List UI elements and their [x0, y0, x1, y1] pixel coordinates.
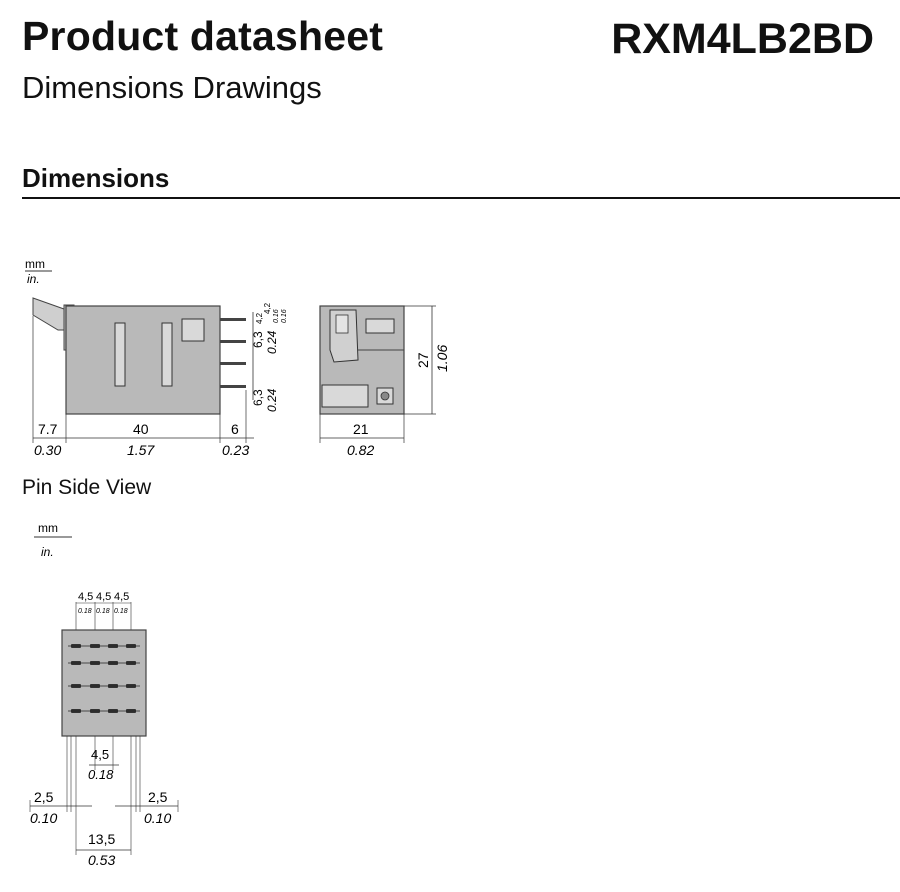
pin-pitch-bottom-mm: 6,3 — [251, 389, 265, 406]
col-pitch-in-a: 0.18 — [78, 608, 92, 615]
section-heading-dimensions: Dimensions — [22, 163, 170, 193]
span-mm: 13,5 — [88, 831, 115, 847]
side-view: 6,3 0.24 4,2 4,2 0.16 0.16 6,3 0.24 7.7 … — [32, 297, 288, 458]
pin-small-b: 4,2 — [263, 302, 272, 314]
page-title: Product datasheet — [22, 13, 384, 59]
dim-tab-mm: 7.7 — [38, 421, 58, 437]
left-offset-mm: 2,5 — [34, 789, 54, 805]
pin-pitch-top-in: 0.24 — [265, 330, 279, 354]
unit-in-label-2: in. — [41, 545, 54, 559]
dim-front-height-mm: 27 — [415, 352, 431, 368]
unit-legend-bottom: mm in. — [34, 521, 72, 559]
section-divider — [22, 197, 900, 199]
col-pitch-b: 4,5 — [96, 591, 111, 603]
left-offset-in: 0.10 — [30, 810, 57, 826]
dim-pins-in: 0.23 — [222, 442, 249, 458]
right-offset-mm: 2,5 — [148, 789, 168, 805]
unit-mm-label: mm — [25, 257, 45, 271]
retaining-clip — [32, 297, 65, 331]
pin-small-d: 0.16 — [281, 309, 288, 323]
pin-pitch-top-mm: 6,3 — [251, 331, 265, 348]
col-pitch-c: 4,5 — [114, 591, 129, 603]
unit-mm-label-2: mm — [38, 521, 58, 535]
row-pitch-mm: 4,5 — [91, 747, 109, 762]
pin-side-view-caption: Pin Side View — [22, 476, 152, 499]
pin-grid — [68, 644, 140, 713]
pin-pitch-bottom-in: 0.24 — [265, 388, 279, 412]
col-pitch-in-c: 0.18 — [114, 608, 128, 615]
dim-tab-in: 0.30 — [34, 442, 61, 458]
dim-body-in: 1.57 — [127, 442, 155, 458]
dim-front-width-in: 0.82 — [347, 442, 374, 458]
relay-pins — [220, 318, 246, 388]
pin-small-a: 4,2 — [255, 312, 264, 324]
row-pitch-in: 0.18 — [88, 767, 114, 782]
pin-extension-lines — [66, 736, 141, 855]
dim-body-mm: 40 — [133, 421, 149, 437]
dim-front-width-mm: 21 — [353, 421, 369, 437]
column-pitch-dims: 4,5 4,5 4,5 0.18 0.18 0.18 — [75, 591, 132, 632]
product-code: RXM4LB2BD — [611, 15, 874, 63]
pin-small-c: 0.16 — [273, 309, 280, 323]
col-pitch-a: 4,5 — [78, 591, 93, 603]
page-subtitle: Dimensions Drawings — [22, 70, 322, 105]
unit-in-label: in. — [27, 272, 40, 286]
span-in: 0.53 — [88, 852, 115, 868]
unit-legend-top: mm in. — [25, 257, 52, 286]
col-pitch-in-b: 0.18 — [96, 608, 110, 615]
right-offset-in: 0.10 — [144, 810, 171, 826]
front-view: 21 0.82 27 1.06 — [319, 305, 450, 458]
dim-front-height-in: 1.06 — [434, 345, 450, 372]
dim-pins-mm: 6 — [231, 421, 239, 437]
